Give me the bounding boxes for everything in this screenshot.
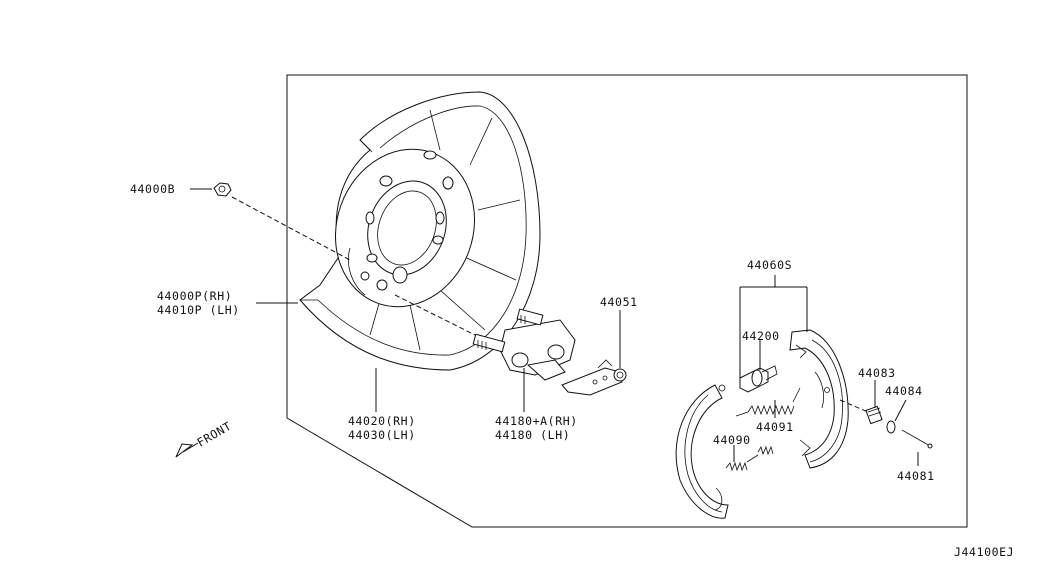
cylinder-dashed-line	[394, 294, 476, 336]
wheel-cylinder-drawing	[472, 308, 576, 381]
lever-drawing	[561, 359, 627, 396]
label-44084: 44084	[885, 384, 923, 398]
nut-dashed-line	[231, 196, 351, 261]
label-44060s: 44060S	[747, 258, 792, 272]
label-44091: 44091	[756, 420, 794, 434]
pin-drawing	[901, 429, 933, 449]
label-back-plate-lh: 44010P (LH)	[157, 303, 240, 317]
brake-shoe-right	[789, 329, 849, 469]
label-back-plate-rh: 44000P(RH)	[157, 289, 232, 303]
front-arrow-icon	[175, 442, 199, 458]
label-44083: 44083	[858, 366, 896, 380]
adjuster-drawing	[739, 365, 778, 393]
diagram-code: J44100EJ	[954, 545, 1014, 559]
label-44000b: 44000B	[130, 182, 175, 196]
back-plate-drawing	[299, 91, 541, 371]
label-backing-plate-lh: 44030(LH)	[348, 428, 416, 442]
brake-shoe-left	[675, 384, 729, 519]
label-44051: 44051	[600, 295, 638, 309]
cup-dashed-line	[839, 399, 869, 413]
assembly-frame	[286, 74, 968, 528]
label-backing-plate-rh: 44020(RH)	[348, 414, 416, 428]
front-label: FRONT	[195, 419, 235, 450]
spring-hold-drawing	[886, 420, 896, 434]
label-44090: 44090	[713, 433, 751, 447]
spring-lower-drawing	[725, 445, 774, 472]
spring-upper-drawing	[735, 387, 801, 417]
label-cylinder-rh: 44180+A(RH)	[495, 414, 578, 428]
cup-drawing	[865, 405, 883, 425]
leader-lines	[256, 275, 919, 466]
nut-drawing	[213, 182, 232, 197]
label-44200: 44200	[742, 329, 780, 343]
label-cylinder-lh: 44180 (LH)	[495, 428, 570, 442]
label-44081: 44081	[897, 469, 935, 483]
